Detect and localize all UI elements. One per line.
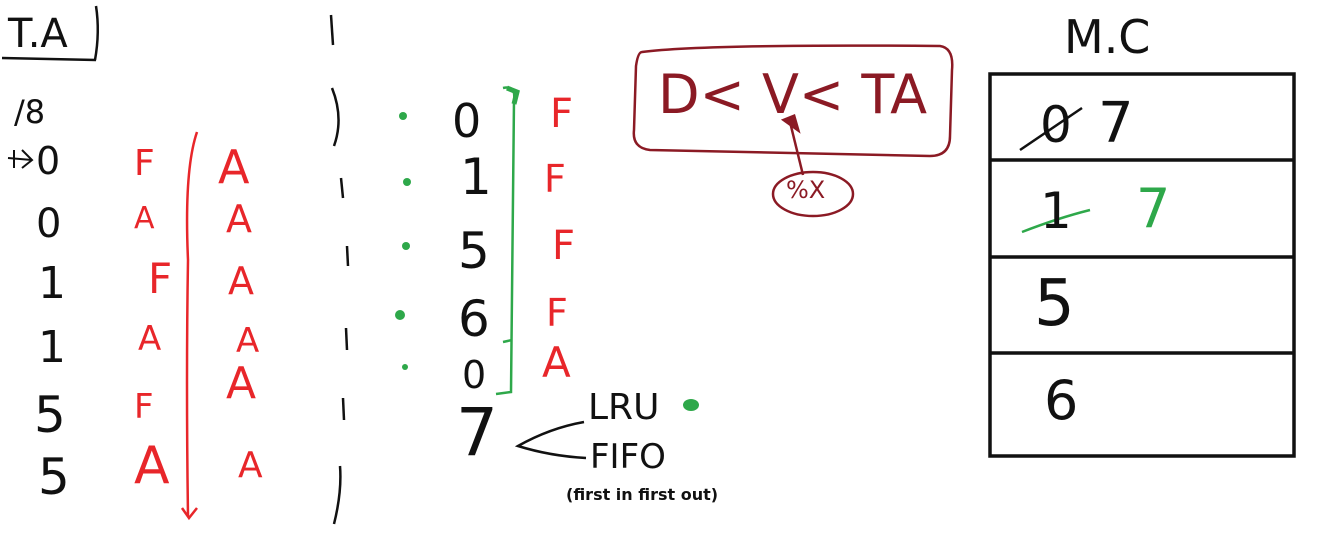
fifo-note: (first in first out) (566, 485, 719, 504)
middle-value: 0 (462, 353, 487, 397)
cache-cell-new: 7 (1136, 177, 1171, 240)
cache-strike-1 (1021, 208, 1091, 234)
result-right: A (238, 445, 263, 486)
cache-strike-0 (1019, 106, 1083, 152)
result-left: F (134, 143, 155, 184)
arrow-value: 0 (36, 139, 61, 183)
result-right: A (226, 197, 252, 241)
green-bracket-tip (506, 85, 520, 105)
policy-lru: LRU (588, 387, 660, 428)
cache-cell-new: 6 (1044, 369, 1079, 432)
cache-cell-new: 5 (1034, 267, 1075, 341)
input-value: 0 (36, 201, 62, 247)
red-divider-line (185, 131, 199, 517)
cache-cell-old: 0 (1040, 96, 1072, 154)
middle-result: A (542, 338, 571, 387)
header-mark: /8 (14, 93, 46, 131)
green-dots (395, 112, 699, 411)
policy-fifo: FIFO (590, 437, 666, 477)
cache-title: M.C (1064, 10, 1151, 64)
input-value: 1 (38, 322, 66, 373)
middle-result: F (546, 291, 568, 335)
result-right: A (218, 140, 250, 194)
cache-table (988, 72, 1296, 458)
result-left: A (134, 201, 155, 236)
input-value: 5 (34, 386, 66, 444)
next-value: 7 (456, 394, 498, 471)
result-right: A (226, 358, 257, 409)
cache-cell-old: 1 (1040, 182, 1072, 240)
result-right: A (236, 321, 260, 361)
formula-note: %X (786, 176, 826, 204)
green-bracket (495, 86, 516, 396)
input-value: 1 (38, 258, 66, 309)
result-right: A (228, 259, 254, 303)
middle-result: F (552, 223, 576, 269)
red-divider-arrowhead (180, 507, 198, 521)
formula-box (632, 44, 954, 158)
middle-value: 1 (460, 148, 492, 206)
result-left: F (134, 387, 154, 427)
formula-note-bubble (771, 170, 855, 218)
result-left: A (134, 436, 170, 496)
middle-value: 5 (458, 222, 490, 280)
cache-cell-new: 7 (1098, 91, 1134, 156)
title-label: T.A (8, 11, 68, 57)
middle-value: 0 (452, 94, 482, 148)
input-value: 5 (38, 448, 70, 506)
formula-pointer-head (780, 113, 801, 134)
result-left: A (138, 319, 162, 359)
formula-text: D< V< TA (658, 63, 928, 126)
branch-lines (514, 420, 587, 460)
title-right-rule (93, 5, 99, 61)
middle-result: F (544, 157, 566, 201)
result-left: F (148, 254, 173, 303)
black-dashed-divider (329, 14, 350, 525)
middle-value: 6 (458, 290, 490, 348)
formula-pointer-line (788, 121, 805, 176)
title-underline (1, 56, 97, 62)
middle-result: F (550, 91, 574, 137)
row-pointer-arrow (7, 149, 34, 169)
